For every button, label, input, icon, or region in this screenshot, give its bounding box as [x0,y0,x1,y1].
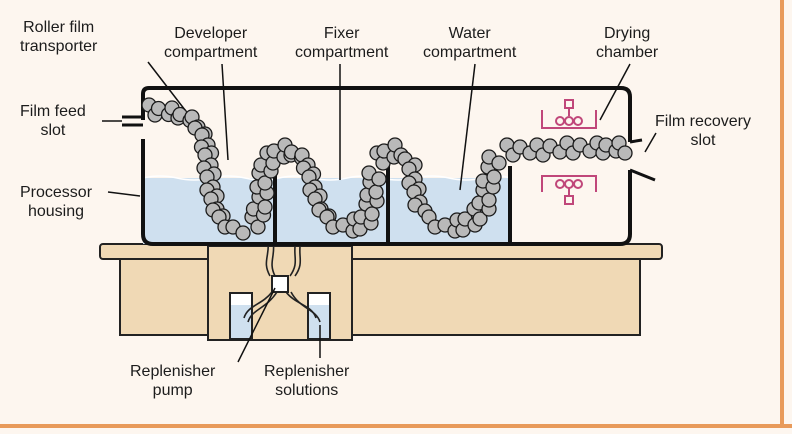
pump-box [271,275,289,293]
film-recovery-slot-opening [629,138,656,182]
replenisher-bottles [229,292,331,340]
roller [481,192,497,208]
roller-film-transporter [141,97,633,241]
dryer-units [541,99,597,205]
roller [364,206,380,222]
film-feed-slot-opening [122,115,143,127]
roller [368,184,384,200]
roller [617,145,633,161]
compartment-dividers [273,166,512,244]
roller [371,171,387,187]
roller [491,155,507,171]
roller [257,175,273,191]
roller [472,211,488,227]
roller [486,169,502,185]
roller [235,225,251,241]
roller [257,199,273,215]
leader-lines [102,61,657,363]
base-stand [99,243,663,341]
